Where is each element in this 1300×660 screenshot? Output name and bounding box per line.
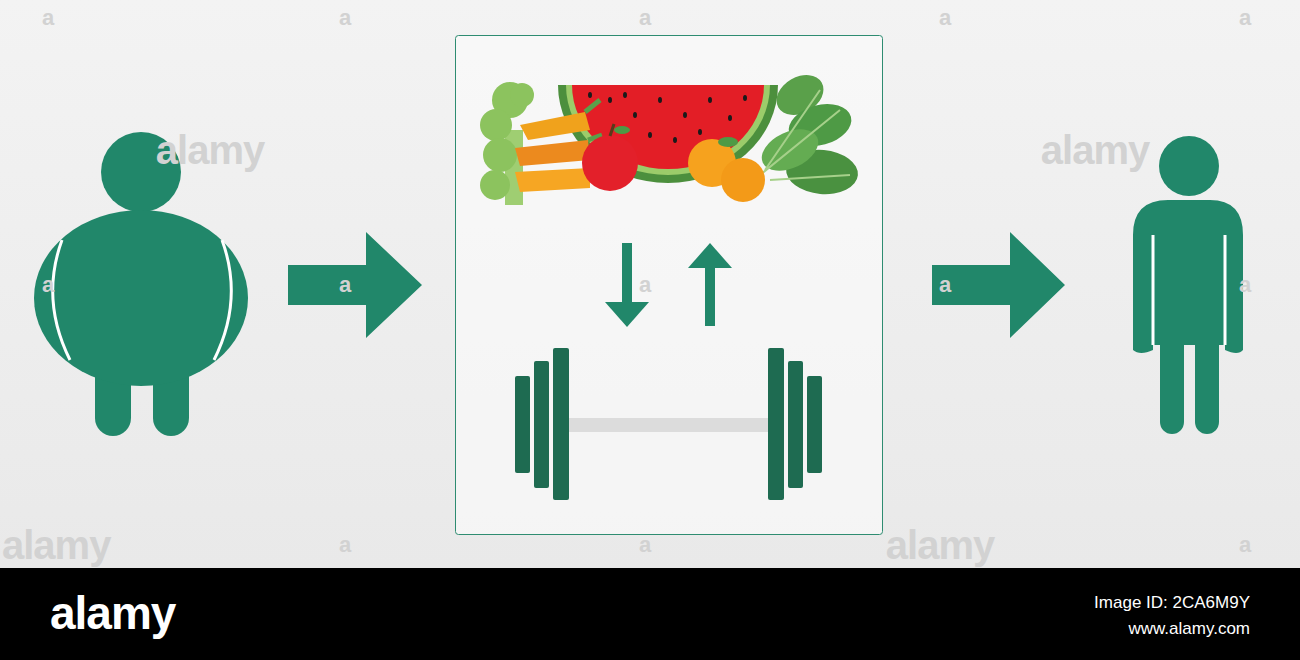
apple-part	[614, 126, 630, 134]
carrots-part	[515, 168, 590, 192]
broccoli-part	[480, 170, 510, 200]
oranges-part	[718, 137, 738, 147]
watermark-text: alamy	[2, 525, 110, 565]
oranges-part	[721, 158, 765, 202]
up-arrow-part	[688, 243, 732, 268]
flow-arrow	[288, 232, 422, 338]
watermelon-slice-part-part	[728, 115, 732, 121]
overweight-figure-part	[34, 210, 248, 386]
watermelon-slice-part-part	[708, 97, 712, 103]
footer-text: Image ID: 2CA6M9Y	[1094, 594, 1250, 611]
oranges	[688, 137, 765, 202]
barbell	[515, 348, 822, 500]
broccoli-part	[510, 83, 534, 107]
watermark-text: a	[339, 274, 351, 296]
flow-arrow-part	[932, 232, 1065, 338]
watermelon-slice-part-part	[623, 92, 627, 98]
watermelon-slice-part-part	[633, 112, 637, 118]
flow-arrow	[932, 232, 1065, 338]
barbell-part-part	[534, 361, 549, 488]
watermark-text: a	[1239, 274, 1251, 296]
watermark-text: alamy	[886, 525, 994, 565]
barbell-part-part	[515, 376, 530, 473]
carrots-part	[515, 140, 590, 166]
watermark-text: a	[42, 7, 54, 29]
barbell-part	[515, 348, 822, 500]
logo-text: alamy	[50, 590, 175, 636]
watermelon-slice-part-part	[648, 132, 652, 138]
barbell-part-part	[807, 376, 822, 473]
footer-bar	[0, 570, 1300, 660]
watermark-text: a	[339, 7, 351, 29]
up-arrow	[688, 243, 732, 326]
watermelon-slice-part-part	[673, 137, 677, 143]
watermark-text: a	[639, 534, 651, 556]
up-arrow-part	[705, 267, 715, 326]
watermelon-slice-part-part	[743, 95, 747, 101]
watermelon-slice-part-part	[658, 97, 662, 103]
barbell-part	[568, 418, 768, 432]
watermark-text: a	[639, 7, 651, 29]
slim-figure-part	[1133, 200, 1243, 353]
watermark-text: a	[1239, 7, 1251, 29]
panel-frame	[456, 36, 883, 535]
slim-figure-part	[1159, 136, 1219, 196]
down-arrow-part	[622, 243, 632, 303]
overweight-figure-part	[214, 240, 231, 360]
watermark-text: a	[339, 534, 351, 556]
apple-part	[582, 135, 638, 191]
flow-arrow-part	[288, 232, 422, 338]
watermark-text: a	[939, 274, 951, 296]
barbell-part-part	[788, 361, 803, 488]
apple-part	[610, 124, 614, 136]
footer-text: www.alamy.com	[1128, 620, 1250, 637]
watermelon-slice-part-part	[608, 97, 612, 103]
broccoli-part	[483, 138, 517, 172]
overweight-figure-part	[53, 240, 70, 360]
carrots-part	[520, 112, 590, 140]
slim-figure-part	[1153, 235, 1225, 345]
watermark-text: a	[639, 274, 651, 296]
watermelon-slice-part-part	[588, 92, 592, 98]
barbell-part-part	[553, 348, 569, 500]
broccoli-part	[480, 109, 512, 141]
apple	[582, 124, 638, 191]
watermelon-slice-part-part	[683, 112, 687, 118]
watermelon-slice-part-part	[698, 129, 702, 135]
watermark-text: alamy	[1041, 130, 1149, 170]
watermark-text: a	[939, 7, 951, 29]
watermark-text: a	[42, 274, 54, 296]
overweight-figure	[34, 132, 248, 436]
slim-figure	[1133, 136, 1243, 434]
barbell-part-part	[768, 348, 784, 500]
vegetables-and-fruit	[480, 67, 860, 205]
down-arrow-part	[605, 302, 649, 327]
watermark-text: alamy	[156, 130, 264, 170]
watermark-text: a	[1239, 534, 1251, 556]
